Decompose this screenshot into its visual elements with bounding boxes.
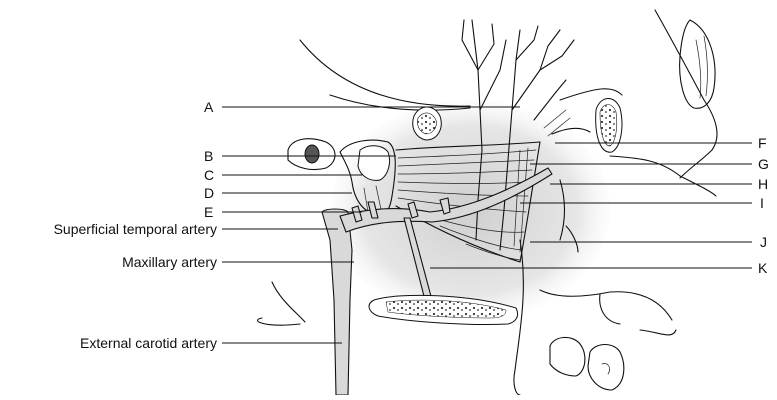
label-a: A [204,99,214,115]
label-external-carotid-artery: External carotid artery [80,335,217,351]
label-j: J [760,234,767,250]
label-h: H [758,176,768,192]
label-d: D [204,185,214,201]
teeth [550,337,624,390]
label-maxillary-artery: Maxillary artery [122,254,217,270]
label-superficial-temporal-artery: Superficial temporal artery [54,221,217,237]
label-e: E [204,204,213,220]
label-c: C [204,167,214,183]
external-carotid-vessel [322,209,352,395]
label-f: F [758,135,767,151]
label-g: G [758,156,769,172]
label-k: K [758,260,768,276]
external-acoustic-meatus [305,145,319,163]
label-i: I [760,195,764,211]
label-b: B [204,148,213,164]
